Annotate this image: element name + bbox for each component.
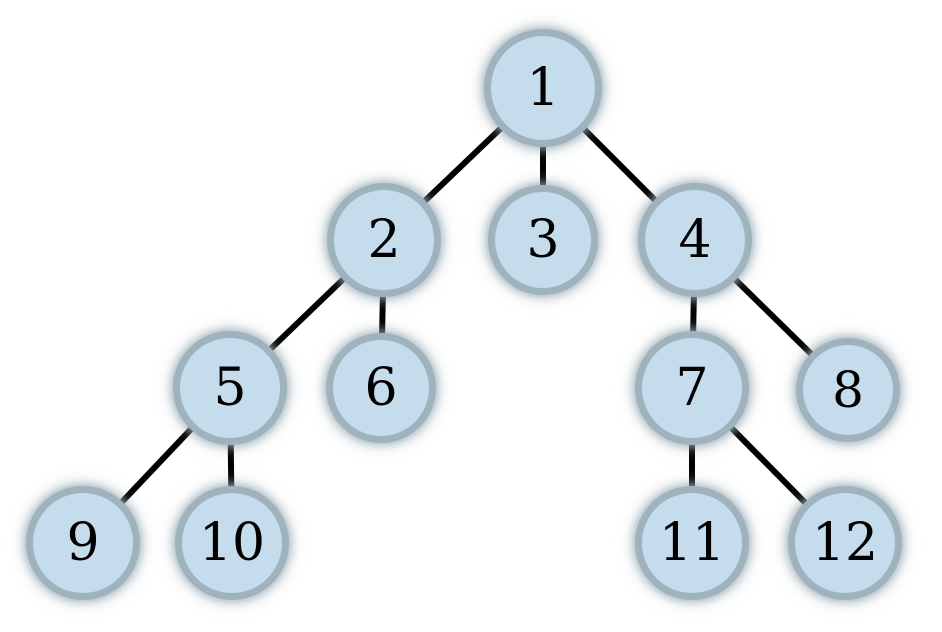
tree-node-label-8: 8: [832, 361, 864, 419]
tree-edge-5-10: [227, 433, 235, 498]
tree-edge-1-2: [415, 119, 511, 211]
tree-node-label-6: 6: [364, 358, 398, 418]
tree-node-10[interactable]: 10: [182, 493, 282, 593]
tree-node-label-12: 12: [811, 513, 879, 573]
tree-edge-7-12: [722, 418, 815, 513]
tree-node-label-11: 11: [658, 513, 726, 573]
tree-node-1[interactable]: 1: [491, 36, 595, 140]
tree-node-label-4: 4: [678, 210, 712, 270]
tree-edge-1-4: [574, 119, 665, 210]
tree-node-5[interactable]: 5: [180, 338, 280, 438]
tree-node-9[interactable]: 9: [33, 493, 133, 593]
tree-edge-5-9: [112, 419, 201, 512]
tree-node-6[interactable]: 6: [333, 340, 429, 436]
tree-node-7[interactable]: 7: [642, 338, 742, 438]
tree-node-4[interactable]: 4: [645, 190, 745, 290]
tree-edge-2-5: [261, 269, 353, 359]
tree-edge-2-6: [378, 285, 387, 345]
tree-node-label-5: 5: [213, 358, 247, 418]
tree-node-label-7: 7: [675, 358, 709, 418]
tree-node-label-2: 2: [367, 210, 401, 270]
tree-edge-4-8: [725, 270, 821, 364]
tree-node-12[interactable]: 12: [795, 493, 895, 593]
tree-node-11[interactable]: 11: [642, 493, 742, 593]
tree-node-label-3: 3: [526, 210, 560, 270]
tree-node-label-10: 10: [198, 513, 266, 573]
tree-node-3[interactable]: 3: [495, 192, 591, 288]
tree-node-label-9: 9: [66, 513, 100, 573]
tree-edge-4-7: [689, 285, 698, 343]
tree-node-8[interactable]: 8: [803, 345, 893, 435]
tree-node-2[interactable]: 2: [334, 190, 434, 290]
tree-node-label-1: 1: [526, 58, 560, 118]
